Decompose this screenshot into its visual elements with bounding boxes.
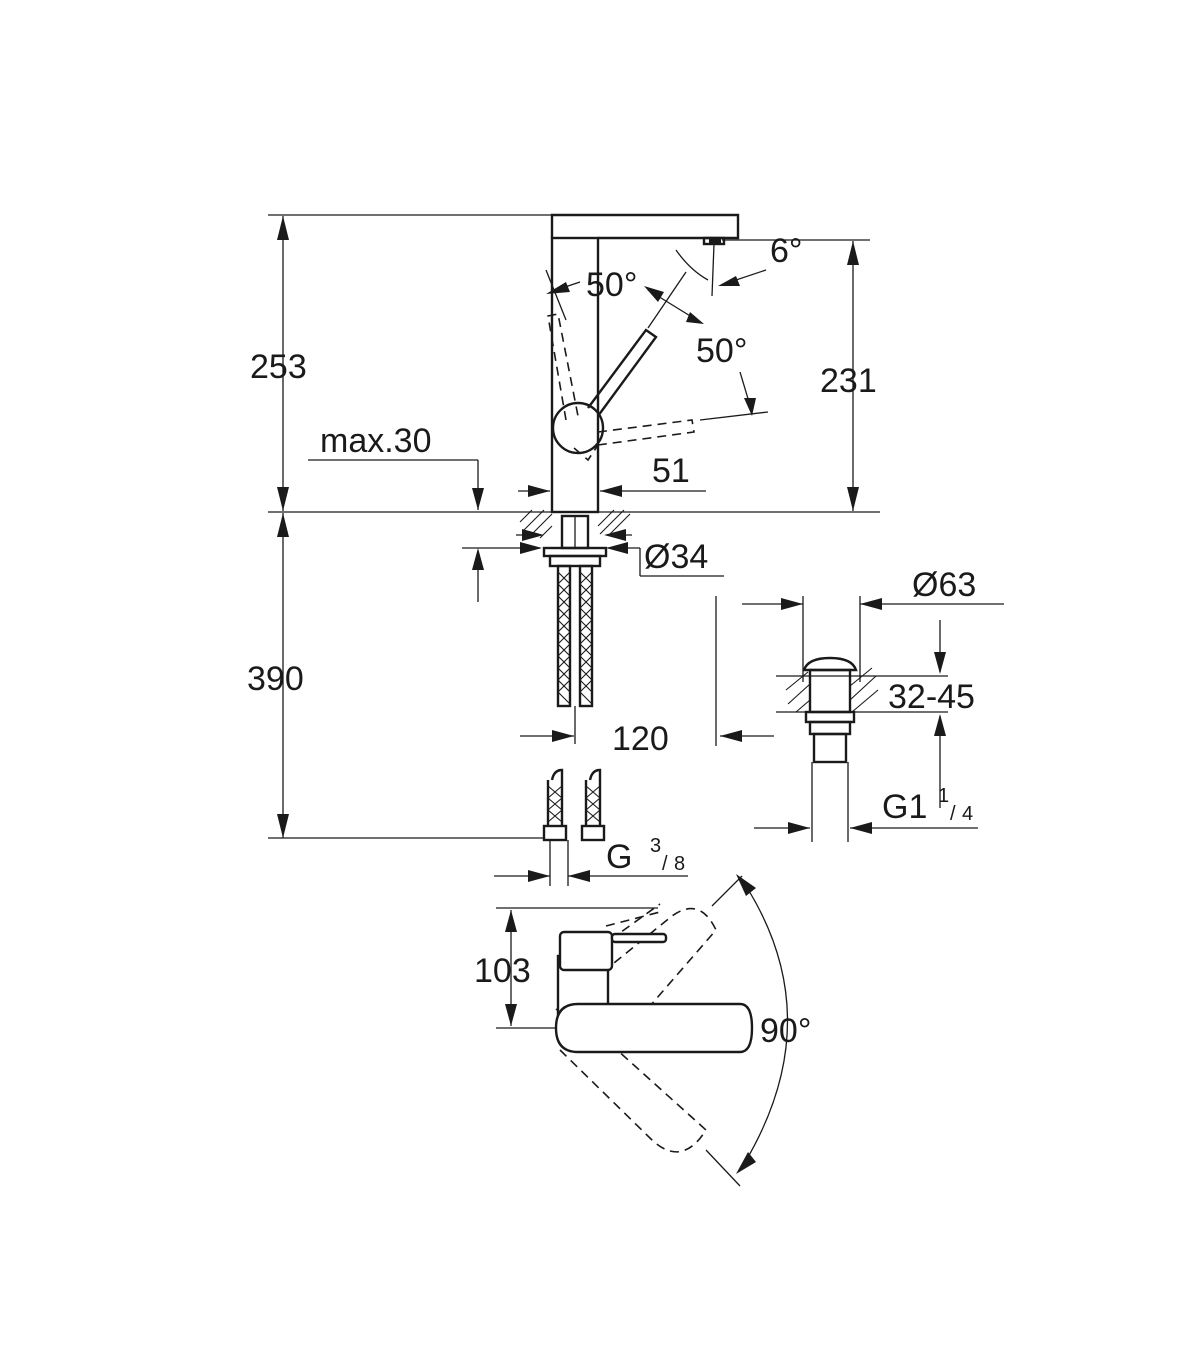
dimension-below-deck: 390 bbox=[247, 513, 544, 839]
deck-mount: Ø34 bbox=[462, 509, 724, 577]
waste-thread-denominator: 4 bbox=[962, 803, 973, 825]
waste-valve: Ø63 32-45 G1 1 / 4 bbox=[742, 566, 1004, 842]
body-width-label: 51 bbox=[652, 452, 690, 490]
plan-depth-label: 103 bbox=[474, 952, 531, 990]
dimension-hose-spacing: 120 bbox=[520, 596, 774, 758]
waste-thread-numerator: 1 bbox=[938, 785, 949, 807]
dimension-max-deck: max.30 bbox=[308, 422, 484, 602]
hose-thread-numerator: 3 bbox=[650, 835, 661, 857]
swivel-angle-label: 90° bbox=[760, 1012, 811, 1050]
supply-hoses bbox=[542, 564, 606, 886]
dimension-spout-height: 231 bbox=[820, 241, 877, 511]
svg-text:/: / bbox=[662, 853, 668, 875]
dimension-overall-height: 253 bbox=[250, 216, 307, 511]
svg-text:/: / bbox=[950, 803, 956, 825]
waste-thread-label: G1 bbox=[882, 788, 927, 826]
faucet-front-view bbox=[268, 213, 880, 514]
overall-height-label: 253 bbox=[250, 348, 307, 386]
waste-thickness-label: 32-45 bbox=[888, 678, 975, 716]
max-deck-label: max.30 bbox=[320, 422, 432, 460]
spout-tilt-label: 6° bbox=[770, 232, 803, 270]
hose-spacing-label: 120 bbox=[612, 720, 669, 758]
below-deck-label: 390 bbox=[247, 660, 304, 698]
hose-thread-denominator: 8 bbox=[674, 853, 685, 875]
hole-diameter-label: Ø34 bbox=[644, 538, 708, 576]
faucet-plan-view: 103 90° bbox=[474, 874, 811, 1187]
lever-angle-right-label: 50° bbox=[696, 332, 747, 370]
waste-diameter-label: Ø63 bbox=[912, 566, 976, 604]
lever-angle-left-label: 50° bbox=[586, 266, 637, 304]
spout-height-label: 231 bbox=[820, 362, 877, 400]
dimension-body-width: 51 bbox=[518, 452, 706, 497]
hose-thread-label: G bbox=[606, 838, 632, 876]
dimension-hose-thread: G 3 / 8 bbox=[494, 835, 688, 882]
